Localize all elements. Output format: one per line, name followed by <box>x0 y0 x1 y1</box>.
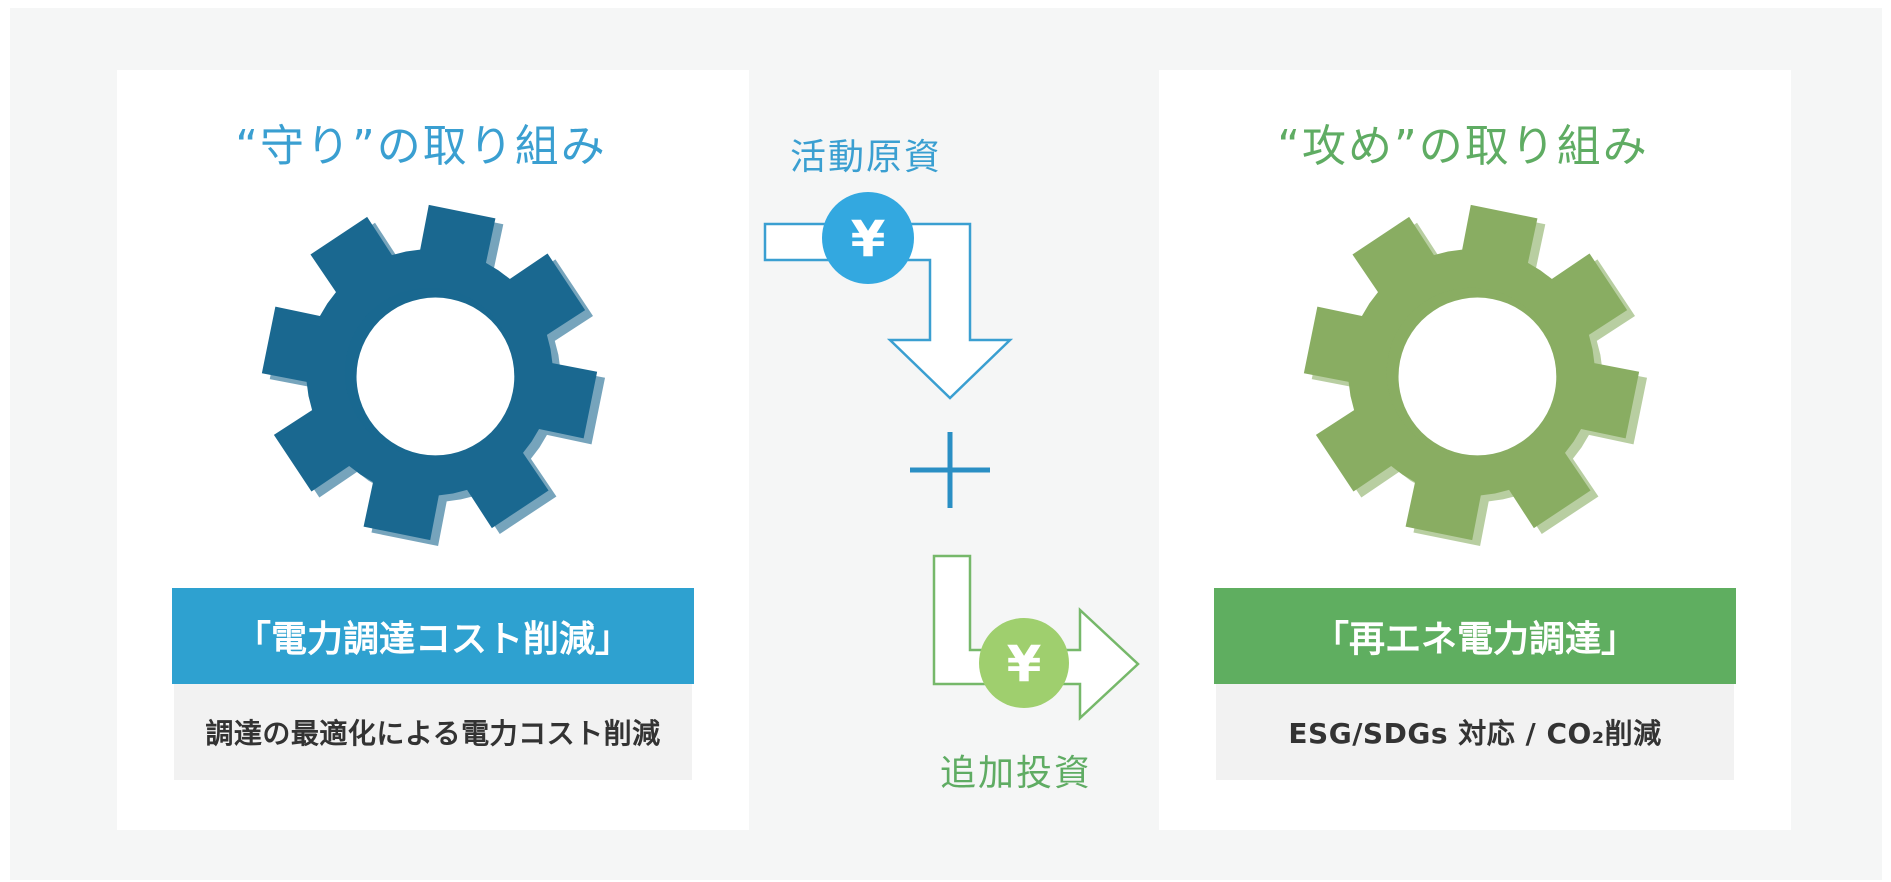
defense-label: 「電力調達コスト削減」 <box>172 588 694 684</box>
cost-label: 活動原資 <box>790 137 943 178</box>
defense-description: 調達の最適化による電力コスト削減 <box>174 684 692 780</box>
yen-coin-icon: ¥ <box>822 192 914 284</box>
invest-label: 追加投資 <box>940 753 1093 794</box>
offense-label: 「再エネ電力調達」 <box>1214 588 1736 684</box>
yen-coin-icon: ¥ <box>979 618 1069 708</box>
yen-symbol: ¥ <box>1007 635 1042 693</box>
offense-title: “攻め”の取り組み <box>1277 121 1649 172</box>
offense-description: ESG/SDGs 対応 / CO₂削減 <box>1216 684 1734 780</box>
defense-title: “守り”の取り組み <box>235 121 607 172</box>
yen-symbol: ¥ <box>851 210 886 268</box>
gear-icon <box>261 204 606 547</box>
flow-diagram: ¥ ¥ <box>763 192 1140 721</box>
offense-card: “攻め”の取り組み 「再エネ電力調達」 ESG/SDGs 対応 / CO₂削減 <box>1159 70 1791 830</box>
defense-card: “守り”の取り組み 「電力調達コスト削減」 調達の最適化による電力コスト削減 <box>117 70 749 830</box>
plus-icon <box>910 432 990 508</box>
gear-icon <box>1303 204 1648 547</box>
